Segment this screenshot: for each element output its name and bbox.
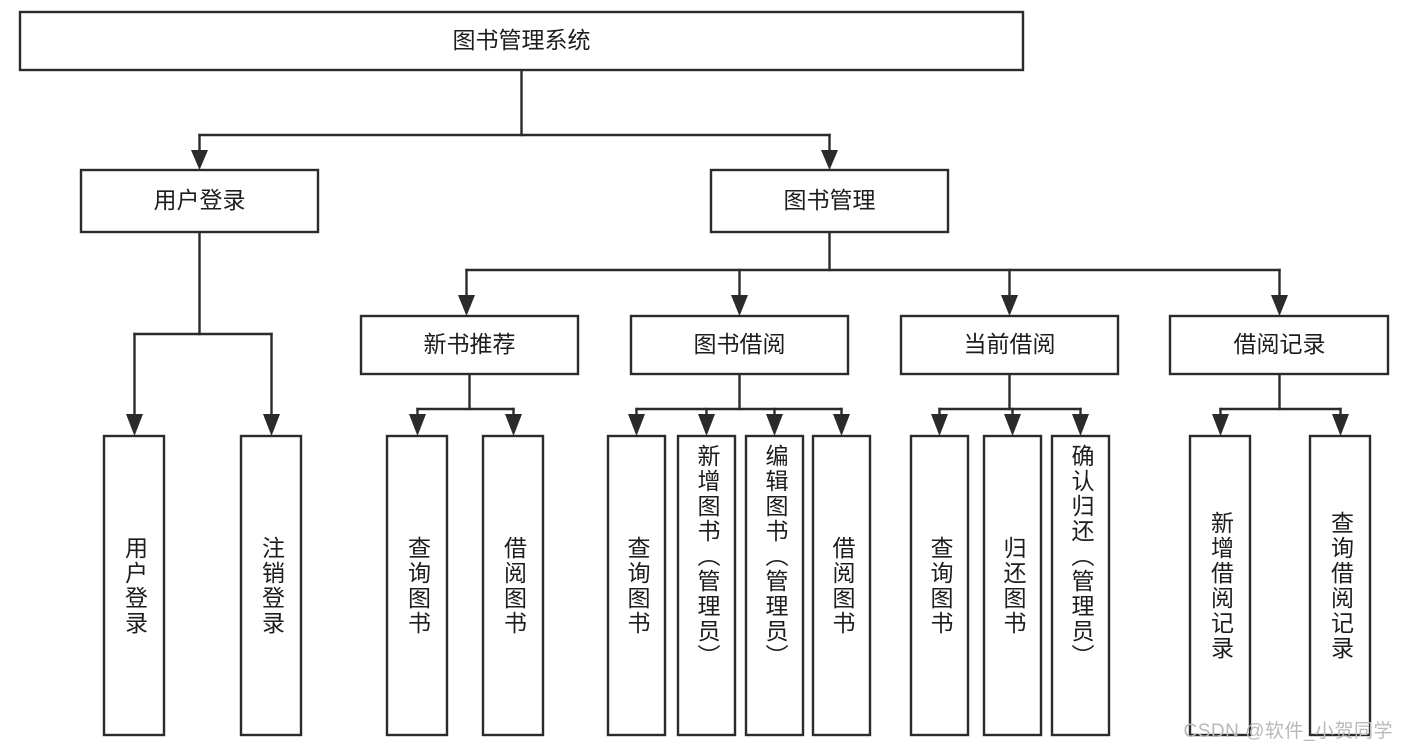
arrow-head-leaf-confirm-return-admin xyxy=(1072,414,1089,436)
arrow-head-leaf-add-borrow-record xyxy=(1212,414,1229,436)
node-borrow-record[interactable] xyxy=(1168,314,1390,376)
node-current-borrow-label: 当前借阅 xyxy=(964,331,1056,357)
node-leaf-query-borrow-record[interactable] xyxy=(1308,434,1372,737)
arrow-head-leaf-user-login xyxy=(126,414,143,436)
node-current-borrow[interactable] xyxy=(899,314,1120,376)
node-leaf-user-login[interactable] xyxy=(102,434,166,737)
node-leaf-return-book[interactable] xyxy=(982,434,1043,737)
node-leaf-query-book-current[interactable] xyxy=(909,434,970,737)
arrow-head-leaf-borrow-book-borrow xyxy=(833,414,850,436)
node-leaf-add-book-admin[interactable] xyxy=(676,434,737,737)
arrow-head-leaf-return-book xyxy=(1004,414,1021,436)
arrow-head-leaf-query-book-current xyxy=(931,414,948,436)
node-leaf-borrow-book-rec[interactable] xyxy=(481,434,545,737)
node-leaf-query-book-borrow[interactable] xyxy=(606,434,667,737)
node-user-login-label: 用户登录 xyxy=(154,187,246,213)
arrow-head-book-borrow xyxy=(731,295,748,316)
node-root[interactable] xyxy=(18,10,1025,72)
arrow-head-leaf-logout-login xyxy=(263,414,280,436)
node-book-borrow[interactable] xyxy=(629,314,850,376)
node-book-manage[interactable] xyxy=(709,168,950,234)
arrow-head-book-manage xyxy=(821,150,838,170)
arrow-head-leaf-add-book-admin xyxy=(698,414,715,436)
watermark: CSDN @软件_小贺同学 xyxy=(1183,721,1393,742)
node-leaf-add-borrow-record[interactable] xyxy=(1188,434,1252,737)
node-user-login[interactable] xyxy=(79,168,320,234)
arrow-head-new-book-recommend xyxy=(458,295,475,316)
arrow-head-user-login xyxy=(191,150,208,170)
node-leaf-borrow-book-borrow[interactable] xyxy=(811,434,872,737)
node-book-manage-label: 图书管理 xyxy=(784,187,876,213)
node-leaf-logout-login[interactable] xyxy=(239,434,303,737)
node-leaf-edit-book-admin[interactable] xyxy=(744,434,805,737)
node-new-book-recommend[interactable] xyxy=(359,314,580,376)
node-new-book-recommend-label: 新书推荐 xyxy=(424,331,516,357)
node-leaf-query-book-rec[interactable] xyxy=(385,434,449,737)
arrow-head-borrow-record xyxy=(1271,295,1288,316)
node-book-borrow-label: 图书借阅 xyxy=(694,331,786,357)
arrow-head-leaf-borrow-book-rec xyxy=(505,414,522,436)
connector-layer xyxy=(126,68,1349,436)
node-root-label: 图书管理系统 xyxy=(453,27,591,53)
arrow-head-leaf-query-borrow-record xyxy=(1332,414,1349,436)
node-leaf-confirm-return-admin[interactable] xyxy=(1050,434,1111,737)
arrow-head-current-borrow xyxy=(1001,295,1018,316)
arrow-head-leaf-edit-book-admin xyxy=(766,414,783,436)
arrow-head-leaf-query-book-borrow xyxy=(628,414,645,436)
node-layer: 图书管理系统 用户登录 图书管理 新书推荐 图书借阅 当前借阅 借阅记录 xyxy=(18,10,1390,737)
node-borrow-record-label: 借阅记录 xyxy=(1234,331,1326,357)
arrow-head-leaf-query-book-rec xyxy=(409,414,426,436)
